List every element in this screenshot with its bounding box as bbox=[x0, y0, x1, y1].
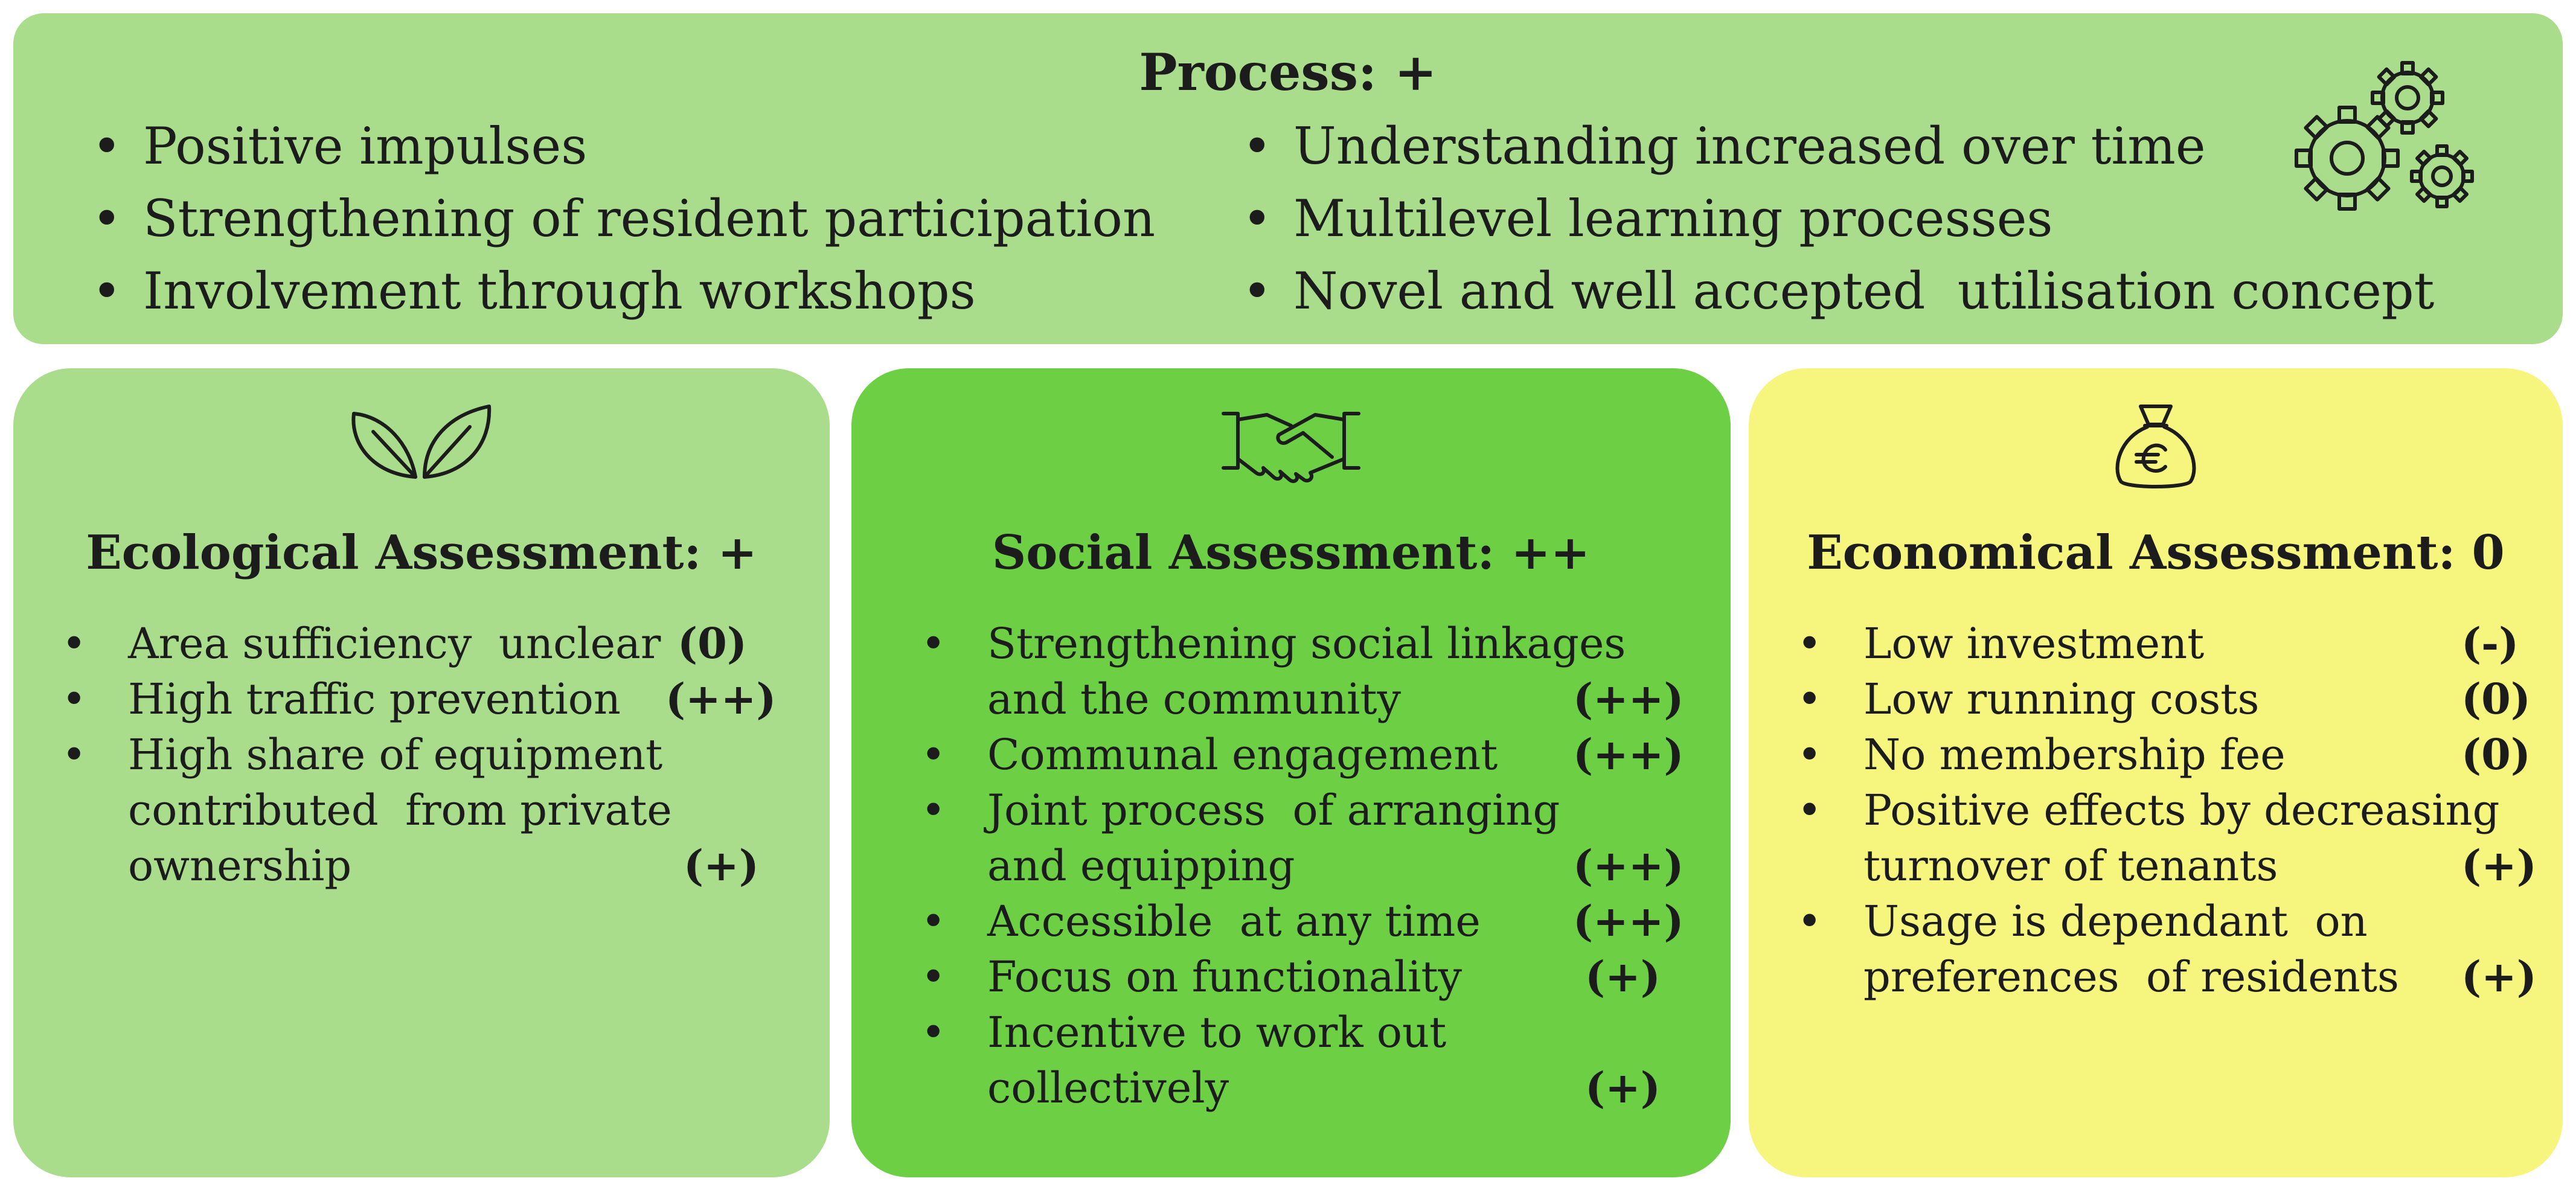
list-item: No membership fee (0) bbox=[1797, 727, 2531, 782]
handshake-icon bbox=[1222, 412, 1360, 484]
item-text: Usage is dependant on bbox=[1863, 897, 2368, 946]
item-text: Low running costs bbox=[1863, 674, 2260, 724]
item-text: No membership fee bbox=[1863, 730, 2286, 779]
list-item: High share of equipment contributed from… bbox=[62, 727, 759, 894]
score-badge: (++) bbox=[665, 674, 777, 724]
economical-title: Economical Assessment: 0 bbox=[1807, 525, 2505, 580]
item-text: Low investment bbox=[1863, 619, 2205, 668]
item-text: Incentive to work out bbox=[987, 1008, 1447, 1057]
leaves-icon bbox=[351, 405, 492, 479]
item-text: and equipping bbox=[987, 841, 1295, 891]
list-item: Strengthening social linkages and the co… bbox=[921, 616, 1684, 727]
list-item: Low running costs (0) bbox=[1797, 671, 2531, 727]
score-badge: (0) bbox=[2461, 674, 2531, 724]
score-badge: (+) bbox=[1585, 1063, 1661, 1113]
item-text: High traffic prevention bbox=[128, 674, 621, 724]
list-item: Focus on functionality (+) bbox=[921, 949, 1670, 1005]
list-item: Positive effects by decreasing turnover … bbox=[1797, 782, 2537, 894]
list-item: Accessible at any time (++) bbox=[921, 894, 1684, 949]
item-text: preferences of residents bbox=[1863, 952, 2399, 1002]
score-badge: (++) bbox=[1573, 896, 1684, 946]
item-text: ownership bbox=[128, 841, 352, 891]
list-item: Communal engagement (++) bbox=[921, 727, 1684, 782]
social-title: Social Assessment: ++ bbox=[992, 525, 1591, 580]
score-badge: (++) bbox=[1573, 729, 1684, 779]
list-item: Positive impulses bbox=[92, 110, 1155, 182]
ecological-list: Area sufficiency unclear (0) High traffi… bbox=[62, 616, 777, 894]
process-title: Process: + bbox=[1139, 42, 1437, 102]
list-item: Area sufficiency unclear (0) bbox=[62, 616, 756, 671]
score-badge: (-) bbox=[2461, 618, 2519, 668]
item-text: Focus on functionality bbox=[987, 952, 1463, 1002]
score-badge: (++) bbox=[1573, 674, 1684, 724]
list-item: Involvement through workshops bbox=[92, 255, 1155, 327]
item-text: Accessible at any time bbox=[987, 897, 1481, 946]
social-panel: Social Assessment: ++ Strengthening soci… bbox=[851, 368, 1731, 1177]
list-item: High traffic prevention (++) bbox=[62, 671, 777, 727]
item-text: turnover of tenants bbox=[1863, 841, 2278, 891]
score-badge: (+) bbox=[2461, 952, 2537, 1002]
item-text: Communal engagement bbox=[987, 730, 1498, 779]
score-badge: (+) bbox=[1585, 952, 1661, 1002]
score-badge: (+) bbox=[2461, 840, 2537, 891]
item-text: contributed from private bbox=[128, 785, 672, 835]
item-text: Positive effects by decreasing bbox=[1863, 785, 2500, 835]
list-item: Incentive to work out collectively (+) bbox=[921, 1005, 1670, 1116]
ecological-title: Ecological Assessment: + bbox=[86, 525, 757, 580]
score-badge: (0) bbox=[678, 618, 747, 668]
item-text: collectively bbox=[987, 1063, 1229, 1113]
score-badge: (0) bbox=[2461, 729, 2531, 779]
item-text: Area sufficiency unclear bbox=[128, 619, 661, 668]
social-list: Strengthening social linkages and the co… bbox=[921, 616, 1684, 1116]
economical-panel: Economical Assessment: 0 Low investment … bbox=[1749, 368, 2563, 1177]
process-box: Process: + Positive impulses Strengtheni… bbox=[13, 13, 2563, 344]
list-item: Low investment (-) bbox=[1797, 616, 2519, 671]
list-item: Joint process of arranging and equipping… bbox=[921, 782, 1684, 894]
item-text: High share of equipment bbox=[128, 730, 663, 779]
score-badge: (++) bbox=[1573, 840, 1684, 891]
economical-list: Low investment (-) Low running costs (0)… bbox=[1797, 616, 2537, 1005]
money-bag-euro-icon bbox=[2115, 405, 2196, 488]
list-item: Novel and well accepted utilisation conc… bbox=[1242, 255, 2434, 327]
gears-icon bbox=[2284, 56, 2483, 237]
item-text: Joint process of arranging bbox=[987, 785, 1560, 835]
process-right-list: Understanding increased over time Multil… bbox=[1242, 110, 2434, 327]
list-item: Usage is dependant on preferences of res… bbox=[1797, 894, 2537, 1005]
ecological-panel: Ecological Assessment: + Area sufficienc… bbox=[13, 368, 830, 1177]
score-badge: (+) bbox=[684, 840, 759, 891]
list-item: Multilevel learning processes bbox=[1242, 182, 2434, 255]
item-text: and the community bbox=[987, 674, 1402, 724]
list-item: Understanding increased over time bbox=[1242, 110, 2434, 182]
process-left-list: Positive impulses Strengthening of resid… bbox=[92, 110, 1155, 327]
list-item: Strengthening of resident participation bbox=[92, 182, 1155, 255]
item-text: Strengthening social linkages bbox=[987, 619, 1626, 668]
